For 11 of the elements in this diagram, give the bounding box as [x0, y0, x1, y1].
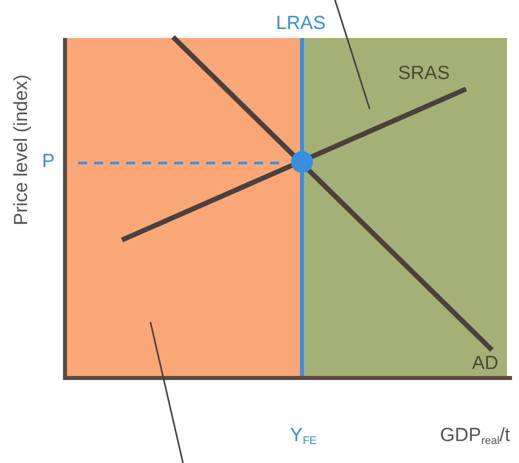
curve-label: AD: [472, 352, 498, 376]
curve-label: SRAS: [398, 62, 450, 86]
leader-line: [150, 322, 184, 463]
axis-label: GDP$_{real}$/t: [440, 424, 510, 448]
axis-label: Price level (index): [10, 73, 34, 228]
shaded-region: [67, 38, 302, 376]
curve-label: LRAS: [276, 12, 326, 36]
axis-value-label: P: [42, 150, 55, 174]
axis-value-label: Y$_{FE}$: [290, 424, 317, 448]
shaded-region: [302, 38, 507, 376]
leader-line: [334, 0, 370, 110]
